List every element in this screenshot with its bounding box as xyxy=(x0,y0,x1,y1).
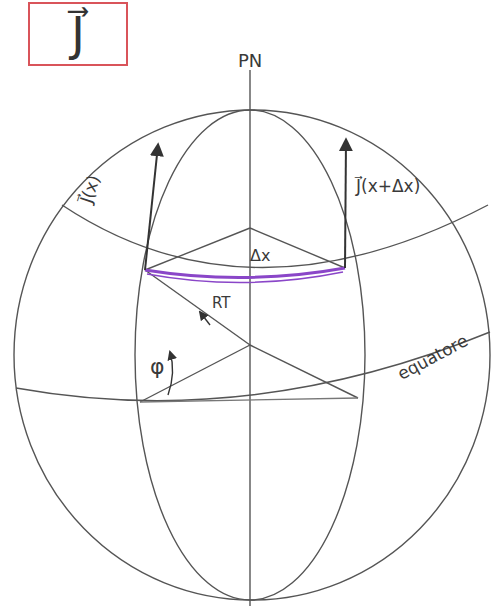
vector-symbol: J⃗ xyxy=(71,11,85,57)
equator-label: equatore xyxy=(395,332,471,383)
radius-label: RT xyxy=(212,296,231,311)
vector-label: J⃗(x+Δx) xyxy=(356,178,420,195)
pole-label: PN xyxy=(238,52,262,70)
angle-label: φ xyxy=(150,356,165,378)
arc-label: Δx xyxy=(250,248,270,264)
vector-label: J⃗(x) xyxy=(78,173,103,205)
title-box: J⃗ xyxy=(28,2,128,66)
